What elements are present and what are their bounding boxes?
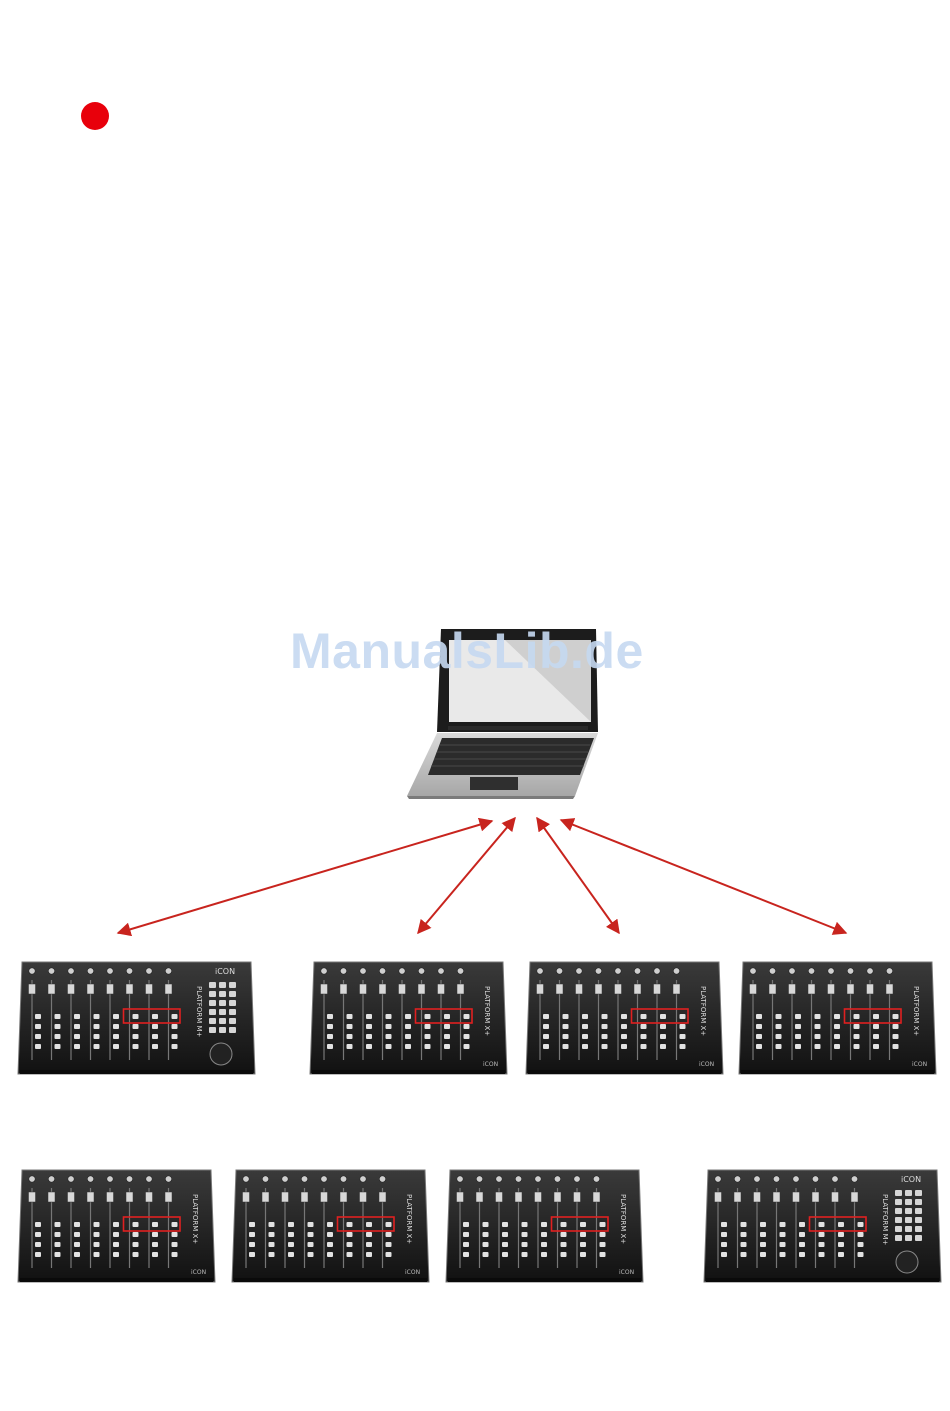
watermark: ManualsLib.de [290, 622, 644, 680]
connection-line-3 [537, 818, 619, 933]
controller-model-label: PLATFORM X+ [483, 986, 491, 1036]
controller-extender-7: iCON PLATFORM X+ [446, 1170, 643, 1282]
controller-brand-label: iCON [215, 967, 235, 976]
connection-line-2 [418, 818, 515, 933]
controller-model-label: PLATFORM X+ [619, 1194, 627, 1244]
controller-model-label: PLATFORM X+ [912, 986, 920, 1036]
controller-extender-4: iCON PLATFORM X+ [739, 962, 936, 1074]
controller-brand-label: iCON [483, 1061, 498, 1068]
controller-brand-label: iCON [699, 1061, 714, 1068]
connection-line-4 [561, 820, 846, 933]
connection-line-1 [118, 821, 492, 933]
controller-extender-5: iCON PLATFORM X+ [18, 1170, 215, 1282]
controller-extender-6: iCON PLATFORM X+ [232, 1170, 429, 1282]
controller-master-8: iCON PLATFORM M+ [704, 1170, 941, 1282]
controller-master-1: iCON PLATFORM M+ [18, 962, 255, 1074]
controller-model-label: PLATFORM M+ [881, 1194, 889, 1246]
controller-brand-label: iCON [912, 1061, 927, 1068]
controller-brand-label: iCON [191, 1269, 206, 1276]
controllers: iCON PLATFORM M+ iCON PLATFORM X+ iCON PLATFO… [18, 962, 941, 1282]
controller-model-label: PLATFORM M+ [195, 986, 203, 1038]
controller-model-label: PLATFORM X+ [405, 1194, 413, 1244]
controller-model-label: PLATFORM X+ [191, 1194, 199, 1244]
controller-brand-label: iCON [901, 1175, 921, 1184]
controller-brand-label: iCON [619, 1269, 634, 1276]
controller-extender-3: iCON PLATFORM X+ [526, 962, 723, 1074]
controller-model-label: PLATFORM X+ [699, 986, 707, 1036]
connection-arrows [118, 818, 846, 933]
controller-extender-2: iCON PLATFORM X+ [310, 962, 507, 1074]
controller-brand-label: iCON [405, 1269, 420, 1276]
